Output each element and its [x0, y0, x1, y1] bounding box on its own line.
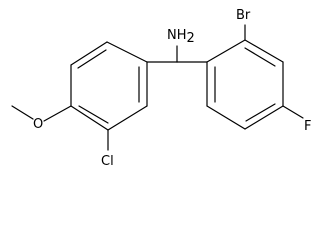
bond-ring-f: [282, 105, 304, 119]
ring-bond: [206, 105, 246, 130]
ring-bond: [106, 41, 148, 63]
ring-bond: [206, 39, 246, 63]
ring-bond: [70, 105, 109, 131]
amine-label: NH2: [167, 28, 195, 46]
bond-ring-o: [43, 105, 72, 122]
right-benzene-ring: [206, 39, 284, 130]
ring-bond: [107, 105, 148, 131]
methoxy-oxygen-label: O: [33, 117, 43, 132]
ring-double-bond: [244, 47, 276, 67]
chloro-label: Cl: [101, 154, 114, 169]
ring-double-bond: [245, 103, 276, 122]
ring-double-bond: [77, 49, 107, 69]
bromo-label: Br: [236, 8, 251, 23]
ring-double-bond: [78, 105, 109, 124]
fluoro-label: F: [304, 119, 311, 134]
left-benzene-ring: [70, 41, 148, 131]
ring-bond: [244, 39, 284, 63]
bond-o-methyl: [11, 105, 34, 120]
ring-bond: [70, 41, 108, 66]
ring-bond: [244, 105, 284, 130]
structure-diagram: NH2 Br F Cl O: [11, 8, 311, 169]
